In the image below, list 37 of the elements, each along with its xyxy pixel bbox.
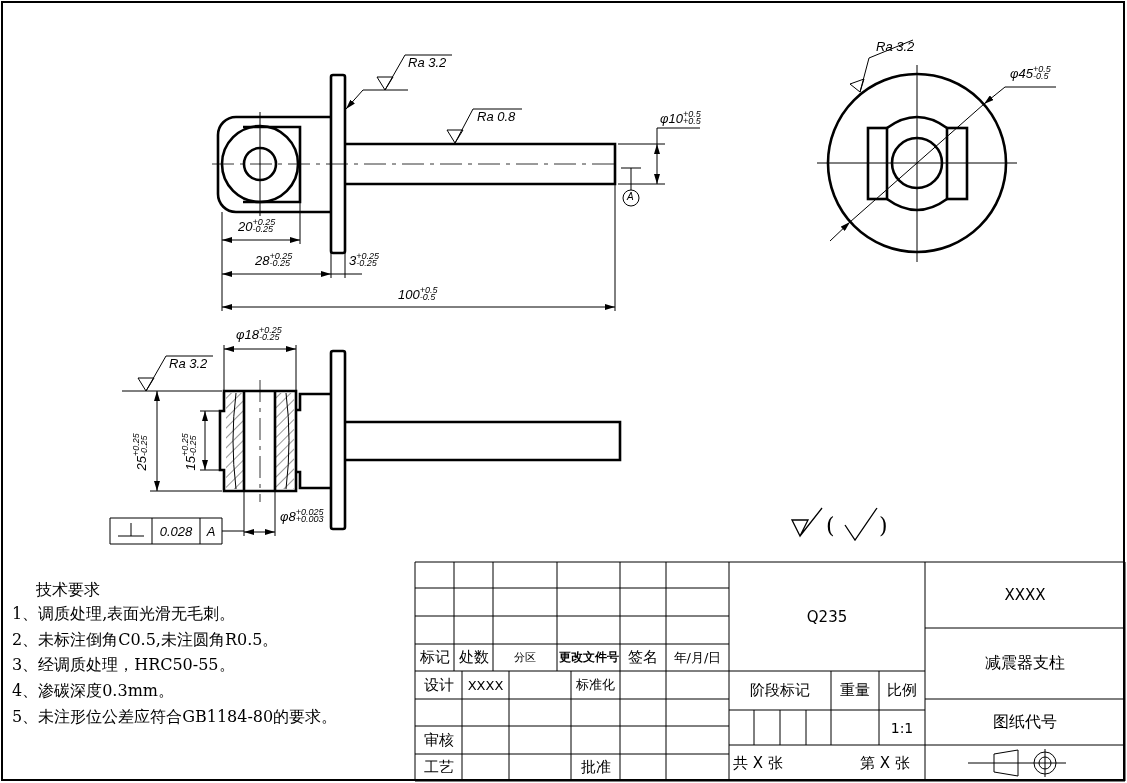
note-text: 1、调质处理,表面光滑无毛刺。 bbox=[12, 605, 236, 624]
dimension-text: Ra 3.2 bbox=[408, 56, 447, 71]
dimension-text: Ra 0.8 bbox=[477, 110, 516, 125]
dimension-text: Ra 3.2 bbox=[876, 40, 915, 55]
table-text: Q235 bbox=[806, 607, 848, 626]
table-text: 年/月/日 bbox=[673, 648, 722, 667]
table-text: 标准化 bbox=[576, 676, 615, 694]
table-text: 图纸代号 bbox=[993, 711, 1057, 733]
table-text: 批准 bbox=[580, 758, 611, 777]
table-text: XXXX bbox=[1004, 586, 1046, 604]
dimension-text: Ra 3.2 bbox=[169, 357, 208, 372]
table-text: 设计 bbox=[423, 675, 454, 695]
table-text: XXXX bbox=[467, 677, 504, 693]
table-text: 共 X 张 bbox=[733, 753, 783, 773]
tolerance-value: A bbox=[206, 523, 216, 539]
table-text: 工艺 bbox=[423, 758, 454, 777]
note-text: 5、未注形位公差应符合GB1184-80的要求。 bbox=[12, 708, 338, 727]
table-text: 处数 bbox=[458, 648, 489, 667]
note-text: 4、渗碳深度0.3mm。 bbox=[12, 682, 174, 701]
table-text: 第 X 张 bbox=[860, 753, 910, 773]
note-text: 2、未标注倒角C0.5,未注圆角R0.5。 bbox=[12, 631, 279, 650]
table-text: 分区 bbox=[514, 650, 536, 665]
table-text: 比例 bbox=[887, 681, 917, 700]
table-text: 审核 bbox=[423, 730, 454, 750]
table-text: 1:1 bbox=[890, 719, 914, 736]
table-text: 更改文件号 bbox=[558, 649, 619, 666]
dimension-text: A bbox=[627, 191, 634, 203]
table-text: 标记 bbox=[419, 648, 450, 667]
note-text: ) bbox=[879, 513, 888, 539]
table-text: 签名 bbox=[628, 648, 658, 667]
note-text: 3、经调质处理，HRC50-55。 bbox=[12, 656, 235, 675]
heading-text: 技术要求 bbox=[36, 581, 100, 600]
table-text: 减震器支柱 bbox=[985, 653, 1065, 674]
tolerance-value: 0.028 bbox=[159, 523, 193, 539]
note-text: ( bbox=[826, 513, 835, 539]
table-text: 重量 bbox=[840, 681, 870, 700]
table-text: 阶段标记 bbox=[750, 681, 810, 700]
